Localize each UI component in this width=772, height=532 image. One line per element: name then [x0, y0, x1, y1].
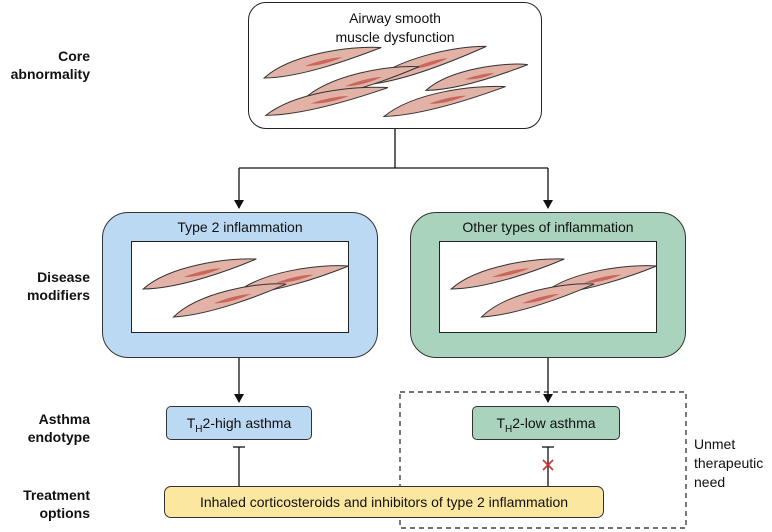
treatment-options-box: Inhaled corticosteroids and inhibitors o… — [164, 486, 604, 518]
th2-low-asthma-box: TH2-low asthma — [472, 406, 620, 440]
muscle-cell-icon — [480, 283, 595, 318]
th2-high-asthma-box: TH2-high asthma — [166, 406, 312, 440]
row-label-treatment-line2: options — [39, 505, 90, 521]
unmet-need-label: Unmet therapeutic need — [694, 435, 763, 492]
type2-cells-panel — [131, 241, 349, 333]
muscle-cell-icon — [449, 258, 565, 290]
type2-muscle-cells-illustration — [141, 258, 349, 318]
core-box-title: Airway smooth muscle dysfunction — [249, 9, 541, 47]
row-label-core-line1: Core — [58, 48, 90, 64]
other-cells-panel — [439, 241, 657, 333]
unmet-line1: Unmet — [694, 436, 736, 452]
th2-high-prefix: T — [186, 415, 196, 431]
x-mark-icon — [542, 459, 554, 471]
th2-low-prefix: T — [496, 415, 506, 431]
inhibition-to-th2-high — [233, 446, 245, 486]
unmet-need-dashed-region — [399, 391, 687, 529]
unmet-line3: need — [694, 474, 726, 490]
row-label-core-line2: abnormality — [10, 66, 90, 82]
type2-inflammation-title: Type 2 inflammation — [177, 219, 303, 235]
muscle-cell-icon — [382, 85, 506, 117]
muscle-cell-icon — [262, 46, 382, 79]
muscle-cell-icon — [141, 258, 257, 290]
muscle-cell-icon — [264, 86, 389, 116]
other-inflammation-box: Other types of inflammation — [410, 212, 686, 358]
th2-low-subscript: H — [505, 423, 513, 435]
unmet-line2: therapeutic — [694, 455, 764, 471]
row-label-endotype: Asthma endotype — [0, 410, 90, 446]
row-label-endotype-line2: endotype — [27, 429, 90, 445]
muscle-cell-icon — [172, 283, 287, 318]
th2-low-suffix: 2-low asthma — [512, 415, 596, 431]
th2-high-suffix: 2-high asthma — [202, 415, 292, 431]
smooth-muscle-cells-illustration — [262, 45, 528, 117]
row-label-modifiers-line2: modifiers — [26, 287, 90, 303]
other-inflammation-title: Other types of inflammation — [462, 219, 634, 235]
other-muscle-cells-illustration — [449, 258, 657, 318]
core-abnormality-box: Airway smooth muscle dysfunction — [248, 2, 542, 129]
row-label-endotype-line1: Asthma — [38, 411, 90, 427]
type2-inflammation-box: Type 2 inflammation — [102, 212, 378, 358]
core-title-line2: muscle dysfunction — [335, 29, 455, 45]
core-to-modifiers-connector — [234, 129, 553, 209]
row-label-modifiers: Disease modifiers — [0, 268, 90, 304]
blocked-inhibition-to-th2-low — [542, 446, 554, 486]
row-label-treatment-line1: Treatment — [23, 487, 90, 503]
th2-high-subscript: H — [195, 423, 203, 435]
core-title-line1: Airway smooth — [349, 10, 441, 26]
row-label-modifiers-line1: Disease — [37, 269, 90, 285]
muscle-cell-icon — [424, 63, 528, 91]
row-label-treatment: Treatment options — [0, 486, 90, 522]
row-label-core: Core abnormality — [0, 47, 90, 83]
